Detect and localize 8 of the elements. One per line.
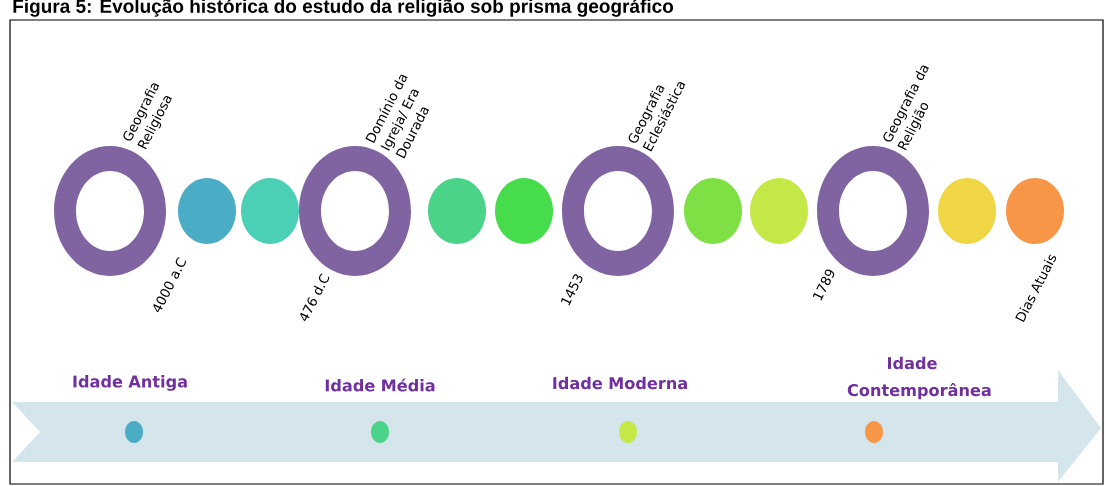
- period-label: Idade Moderna: [553, 376, 687, 390]
- date-label: 4000 a.C: [153, 257, 186, 313]
- date-label: 1453: [560, 274, 583, 306]
- period-label: Idade Antiga: [73, 375, 187, 391]
- date-label: 476 d.C: [300, 273, 330, 322]
- period-label: Idade Contemporânea: [847, 356, 991, 400]
- period-label: Idade Média: [325, 378, 435, 392]
- date-label: 1789: [812, 269, 835, 301]
